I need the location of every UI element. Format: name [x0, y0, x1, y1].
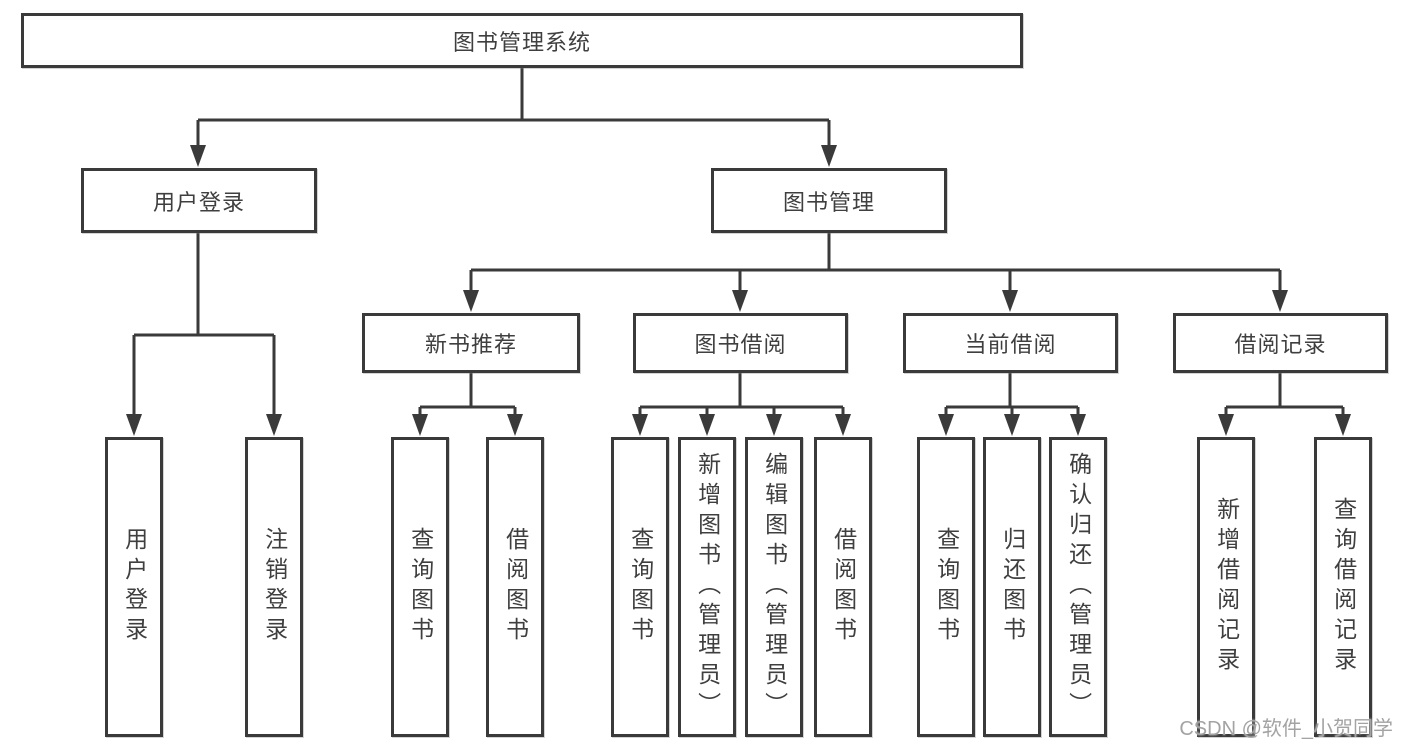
node-user-login-label: 用户登录 — [152, 189, 245, 215]
node-leaf-add-books: 新增图书（管理员） — [678, 437, 736, 737]
node-leaf-query-borrow-record: 查询借阅记录 — [1314, 437, 1372, 737]
node-borrowing-records-label: 借阅记录 — [1234, 332, 1327, 357]
node-leaf-logout: 注销登录 — [245, 437, 303, 737]
node-book-management: 图书管理 — [711, 168, 947, 233]
node-user-login: 用户登录 — [81, 168, 317, 233]
node-leaf-borrow-books-a-label: 借阅图书 — [502, 527, 529, 647]
node-leaf-query-books-b: 查询图书 — [611, 437, 669, 737]
node-leaf-query-books-c: 查询图书 — [917, 437, 975, 737]
node-leaf-query-borrow-record-label: 查询借阅记录 — [1330, 497, 1357, 677]
node-leaf-return-books: 归还图书 — [983, 437, 1041, 737]
node-leaf-add-books-label: 新增图书（管理员） — [694, 452, 721, 722]
node-leaf-borrow-books-b: 借阅图书 — [814, 437, 872, 737]
arrowheads — [126, 145, 1351, 436]
node-leaf-logout-label: 注销登录 — [261, 527, 288, 647]
connector-strokes — [132, 68, 1345, 417]
node-current-borrowing: 当前借阅 — [903, 313, 1118, 373]
node-leaf-confirm-return-label: 确认归还（管理员） — [1065, 452, 1092, 722]
node-new-book-recommend-label: 新书推荐 — [424, 332, 517, 357]
node-leaf-add-borrow-record: 新增借阅记录 — [1197, 437, 1255, 737]
node-leaf-add-borrow-record-label: 新增借阅记录 — [1213, 497, 1240, 677]
node-root: 图书管理系统 — [21, 13, 1023, 68]
node-leaf-borrow-books-b-label: 借阅图书 — [830, 527, 857, 647]
node-leaf-borrow-books-a: 借阅图书 — [486, 437, 544, 737]
node-leaf-user-login-label: 用户登录 — [121, 527, 148, 647]
node-leaf-query-books-a: 查询图书 — [391, 437, 449, 737]
node-root-label: 图书管理系统 — [452, 29, 591, 55]
node-leaf-edit-books-label: 编辑图书（管理员） — [761, 452, 788, 722]
node-leaf-user-login: 用户登录 — [105, 437, 163, 737]
node-leaf-confirm-return: 确认归还（管理员） — [1049, 437, 1107, 737]
node-book-borrowing-label: 图书借阅 — [694, 332, 787, 357]
node-book-management-label: 图书管理 — [782, 189, 875, 215]
node-borrowing-records: 借阅记录 — [1173, 313, 1388, 373]
node-book-borrowing: 图书借阅 — [633, 313, 848, 373]
node-leaf-query-books-c-label: 查询图书 — [933, 527, 960, 647]
node-leaf-return-books-label: 归还图书 — [999, 527, 1026, 647]
node-new-book-recommend: 新书推荐 — [362, 313, 580, 373]
node-leaf-edit-books: 编辑图书（管理员） — [745, 437, 803, 737]
node-leaf-query-books-a-label: 查询图书 — [407, 527, 434, 647]
node-current-borrowing-label: 当前借阅 — [964, 332, 1057, 357]
node-leaf-query-books-b-label: 查询图书 — [627, 527, 654, 647]
